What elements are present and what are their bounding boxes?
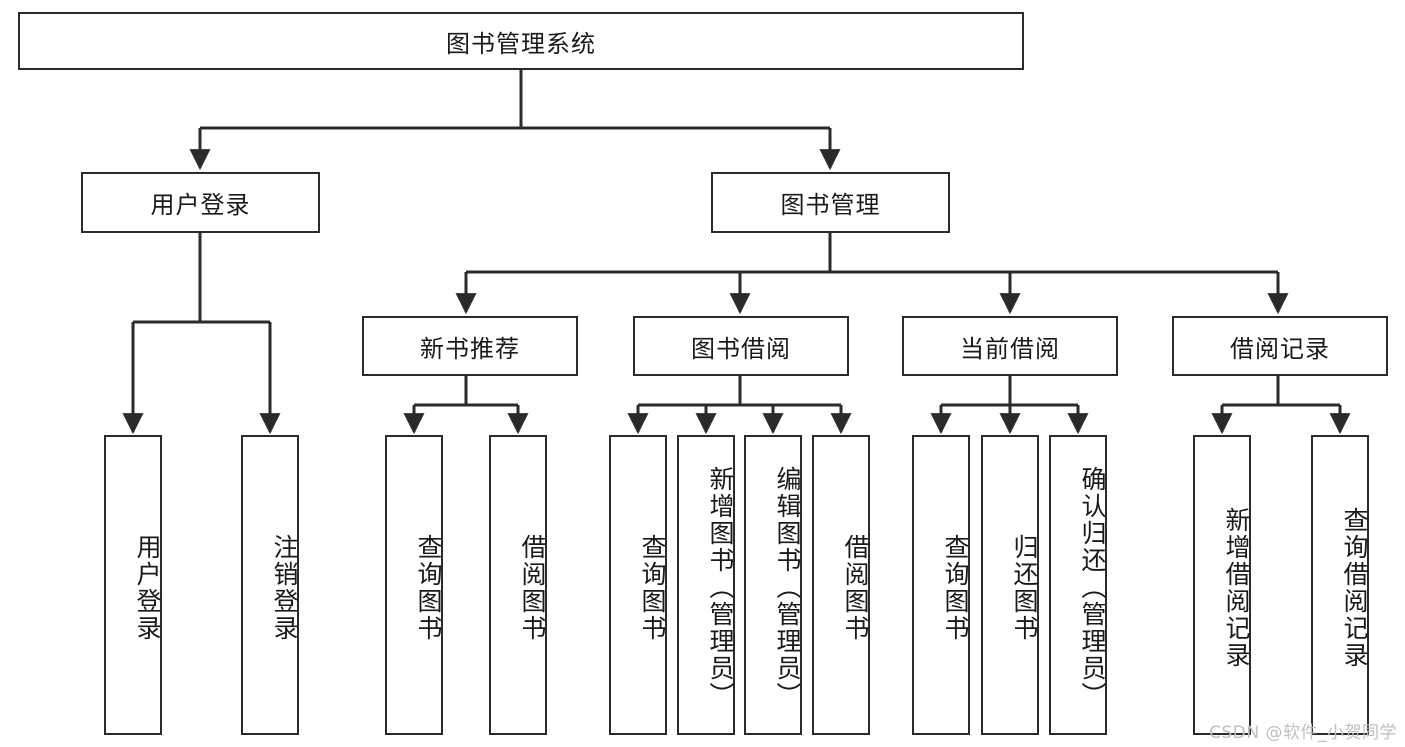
node-label: 新增图书（管理员）: [706, 465, 735, 709]
node-book-borrow[interactable]: 图书借阅: [633, 316, 849, 376]
leaf-current-borrow-return-book[interactable]: 归还图书: [981, 435, 1039, 735]
leaf-book-borrow-edit-book-admin[interactable]: 编辑图书（管理员）: [744, 435, 802, 735]
csdn-watermark: CSDN @软件_小贺同学: [1209, 723, 1397, 743]
leaf-borrow-record-query-record[interactable]: 查询借阅记录: [1311, 435, 1369, 735]
node-label: 查询图书: [638, 534, 667, 642]
node-label: 借阅图书: [841, 534, 870, 642]
leaf-current-borrow-confirm-return-admin[interactable]: 确认归还（管理员）: [1049, 435, 1107, 735]
node-label: 用户登录: [133, 534, 162, 642]
node-label: 图书管理: [780, 191, 881, 219]
leaf-current-borrow-query-book[interactable]: 查询图书: [912, 435, 970, 735]
node-borrow-record[interactable]: 借阅记录: [1172, 316, 1388, 376]
node-label: 确认归还（管理员）: [1078, 465, 1107, 709]
node-user-login[interactable]: 用户登录: [81, 172, 320, 233]
leaf-borrow-record-add-record[interactable]: 新增借阅记录: [1193, 435, 1251, 735]
node-label: 借阅记录: [1230, 334, 1330, 363]
node-label: 当前借阅: [960, 334, 1060, 363]
node-label: 新书推荐: [420, 334, 520, 363]
leaf-new-book-borrow-book[interactable]: 借阅图书: [489, 435, 547, 735]
node-label: 查询图书: [941, 534, 970, 642]
node-book-management[interactable]: 图书管理: [711, 172, 950, 233]
node-label: 编辑图书（管理员）: [773, 465, 802, 709]
node-root-book-management-system[interactable]: 图书管理系统: [18, 12, 1024, 70]
node-label: 用户登录: [150, 191, 251, 219]
node-label: 新增借阅记录: [1222, 507, 1251, 669]
leaf-new-book-query-book[interactable]: 查询图书: [385, 435, 443, 735]
node-label: 归还图书: [1010, 534, 1039, 642]
leaf-book-borrow-query-book[interactable]: 查询图书: [609, 435, 667, 735]
node-label: 注销登录: [270, 534, 299, 642]
leaf-book-borrow-borrow-book[interactable]: 借阅图书: [812, 435, 870, 735]
node-label: 查询借阅记录: [1340, 507, 1369, 669]
node-current-borrow[interactable]: 当前借阅: [902, 316, 1118, 376]
node-label: 查询图书: [414, 534, 443, 642]
leaf-book-borrow-add-book-admin[interactable]: 新增图书（管理员）: [677, 435, 735, 735]
node-label: 图书管理系统: [446, 29, 596, 58]
node-label: 图书借阅: [691, 334, 791, 363]
node-new-book-recommend[interactable]: 新书推荐: [362, 316, 578, 376]
node-label: 借阅图书: [518, 534, 547, 642]
leaf-user-login-logout[interactable]: 注销登录: [241, 435, 299, 735]
leaf-user-login-login[interactable]: 用户登录: [104, 435, 162, 735]
